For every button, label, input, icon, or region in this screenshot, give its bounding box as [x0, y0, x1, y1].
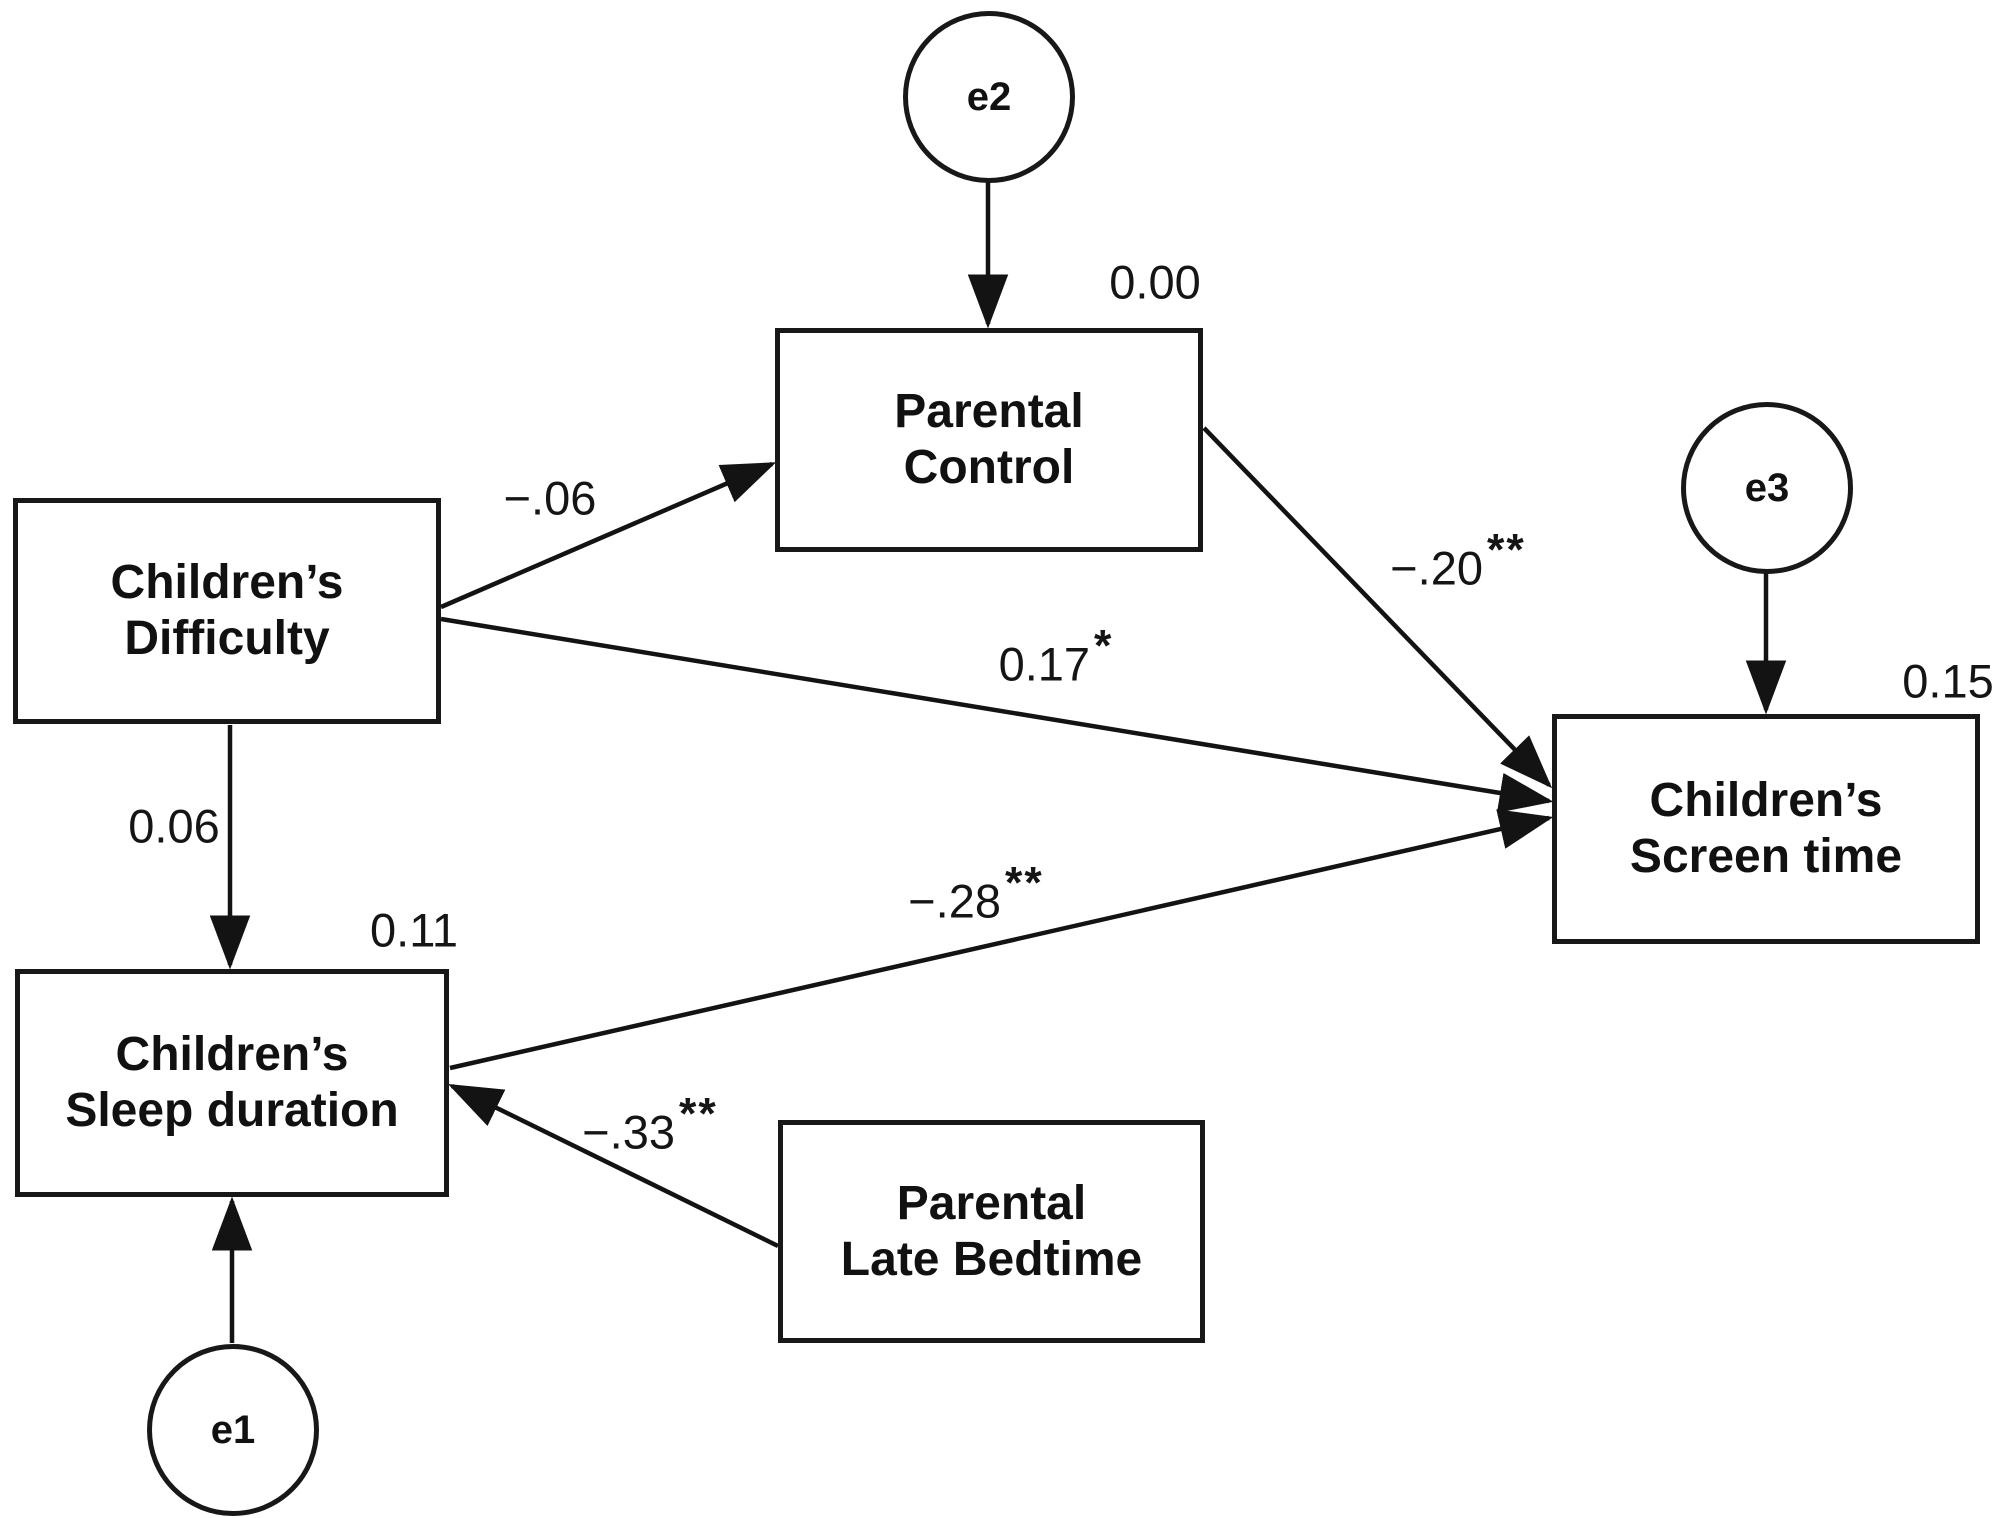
significance-stars: ** — [1005, 858, 1044, 908]
path-coefficient-late-bedtime-to-sleep-duration: −.33** — [582, 1089, 718, 1159]
arrow-late-bedtime-to-sleep-duration — [447, 1083, 779, 1249]
path-coefficient-difficulty-to-sleep-duration: 0.06 — [128, 799, 220, 853]
node-label: Children’s Screen time — [1629, 774, 1903, 883]
arrow-parental-control-to-screen-time — [1202, 426, 1553, 789]
node-childrens-sleep-duration: Children’s Sleep duration — [15, 969, 449, 1197]
path-coefficient-sleep-duration-to-screen-time: −.28** — [908, 858, 1044, 928]
path-coefficient-parental-control-to-screen-time: −.20** — [1390, 525, 1526, 595]
path-coefficient-difficulty-to-parental-control: −.06 — [503, 471, 597, 525]
significance-stars: ** — [1487, 525, 1526, 575]
node-childrens-difficulty: Children’s Difficulty — [13, 498, 441, 724]
arrow-difficulty-to-screen-time — [440, 616, 1554, 813]
node-parental-late-bedtime: Parental Late Bedtime — [778, 1120, 1205, 1343]
error-label: e3 — [1744, 465, 1790, 510]
error-circle-e2: e2 — [903, 11, 1075, 183]
arrow-sleep-duration-to-screen-time — [449, 809, 1554, 1071]
node-childrens-screen-time: Children’s Screen time — [1552, 714, 1980, 944]
error-circle-e1: e1 — [147, 1344, 319, 1516]
path-coefficient-difficulty-to-screen-time: 0.17* — [998, 621, 1114, 691]
node-label: Parental Late Bedtime — [840, 1176, 1143, 1286]
node-label: Parental Control — [894, 385, 1084, 494]
arrow-difficulty-to-parental-control — [440, 461, 777, 610]
variance-label-sleep-duration: 0.11 — [370, 903, 458, 957]
significance-stars: ** — [679, 1089, 718, 1139]
error-label: e2 — [966, 74, 1012, 119]
node-parental-control: Parental Control — [775, 328, 1203, 552]
variance-label-parental-control: 0.00 — [1109, 255, 1201, 309]
variance-label-screen-time: 0.15 — [1902, 654, 1994, 708]
significance-stars: * — [1094, 621, 1114, 671]
error-circle-e3: e3 — [1681, 402, 1853, 574]
node-label: Children’s Difficulty — [110, 556, 344, 665]
node-label: Children’s Sleep duration — [65, 1028, 399, 1137]
error-label: e1 — [210, 1407, 256, 1452]
